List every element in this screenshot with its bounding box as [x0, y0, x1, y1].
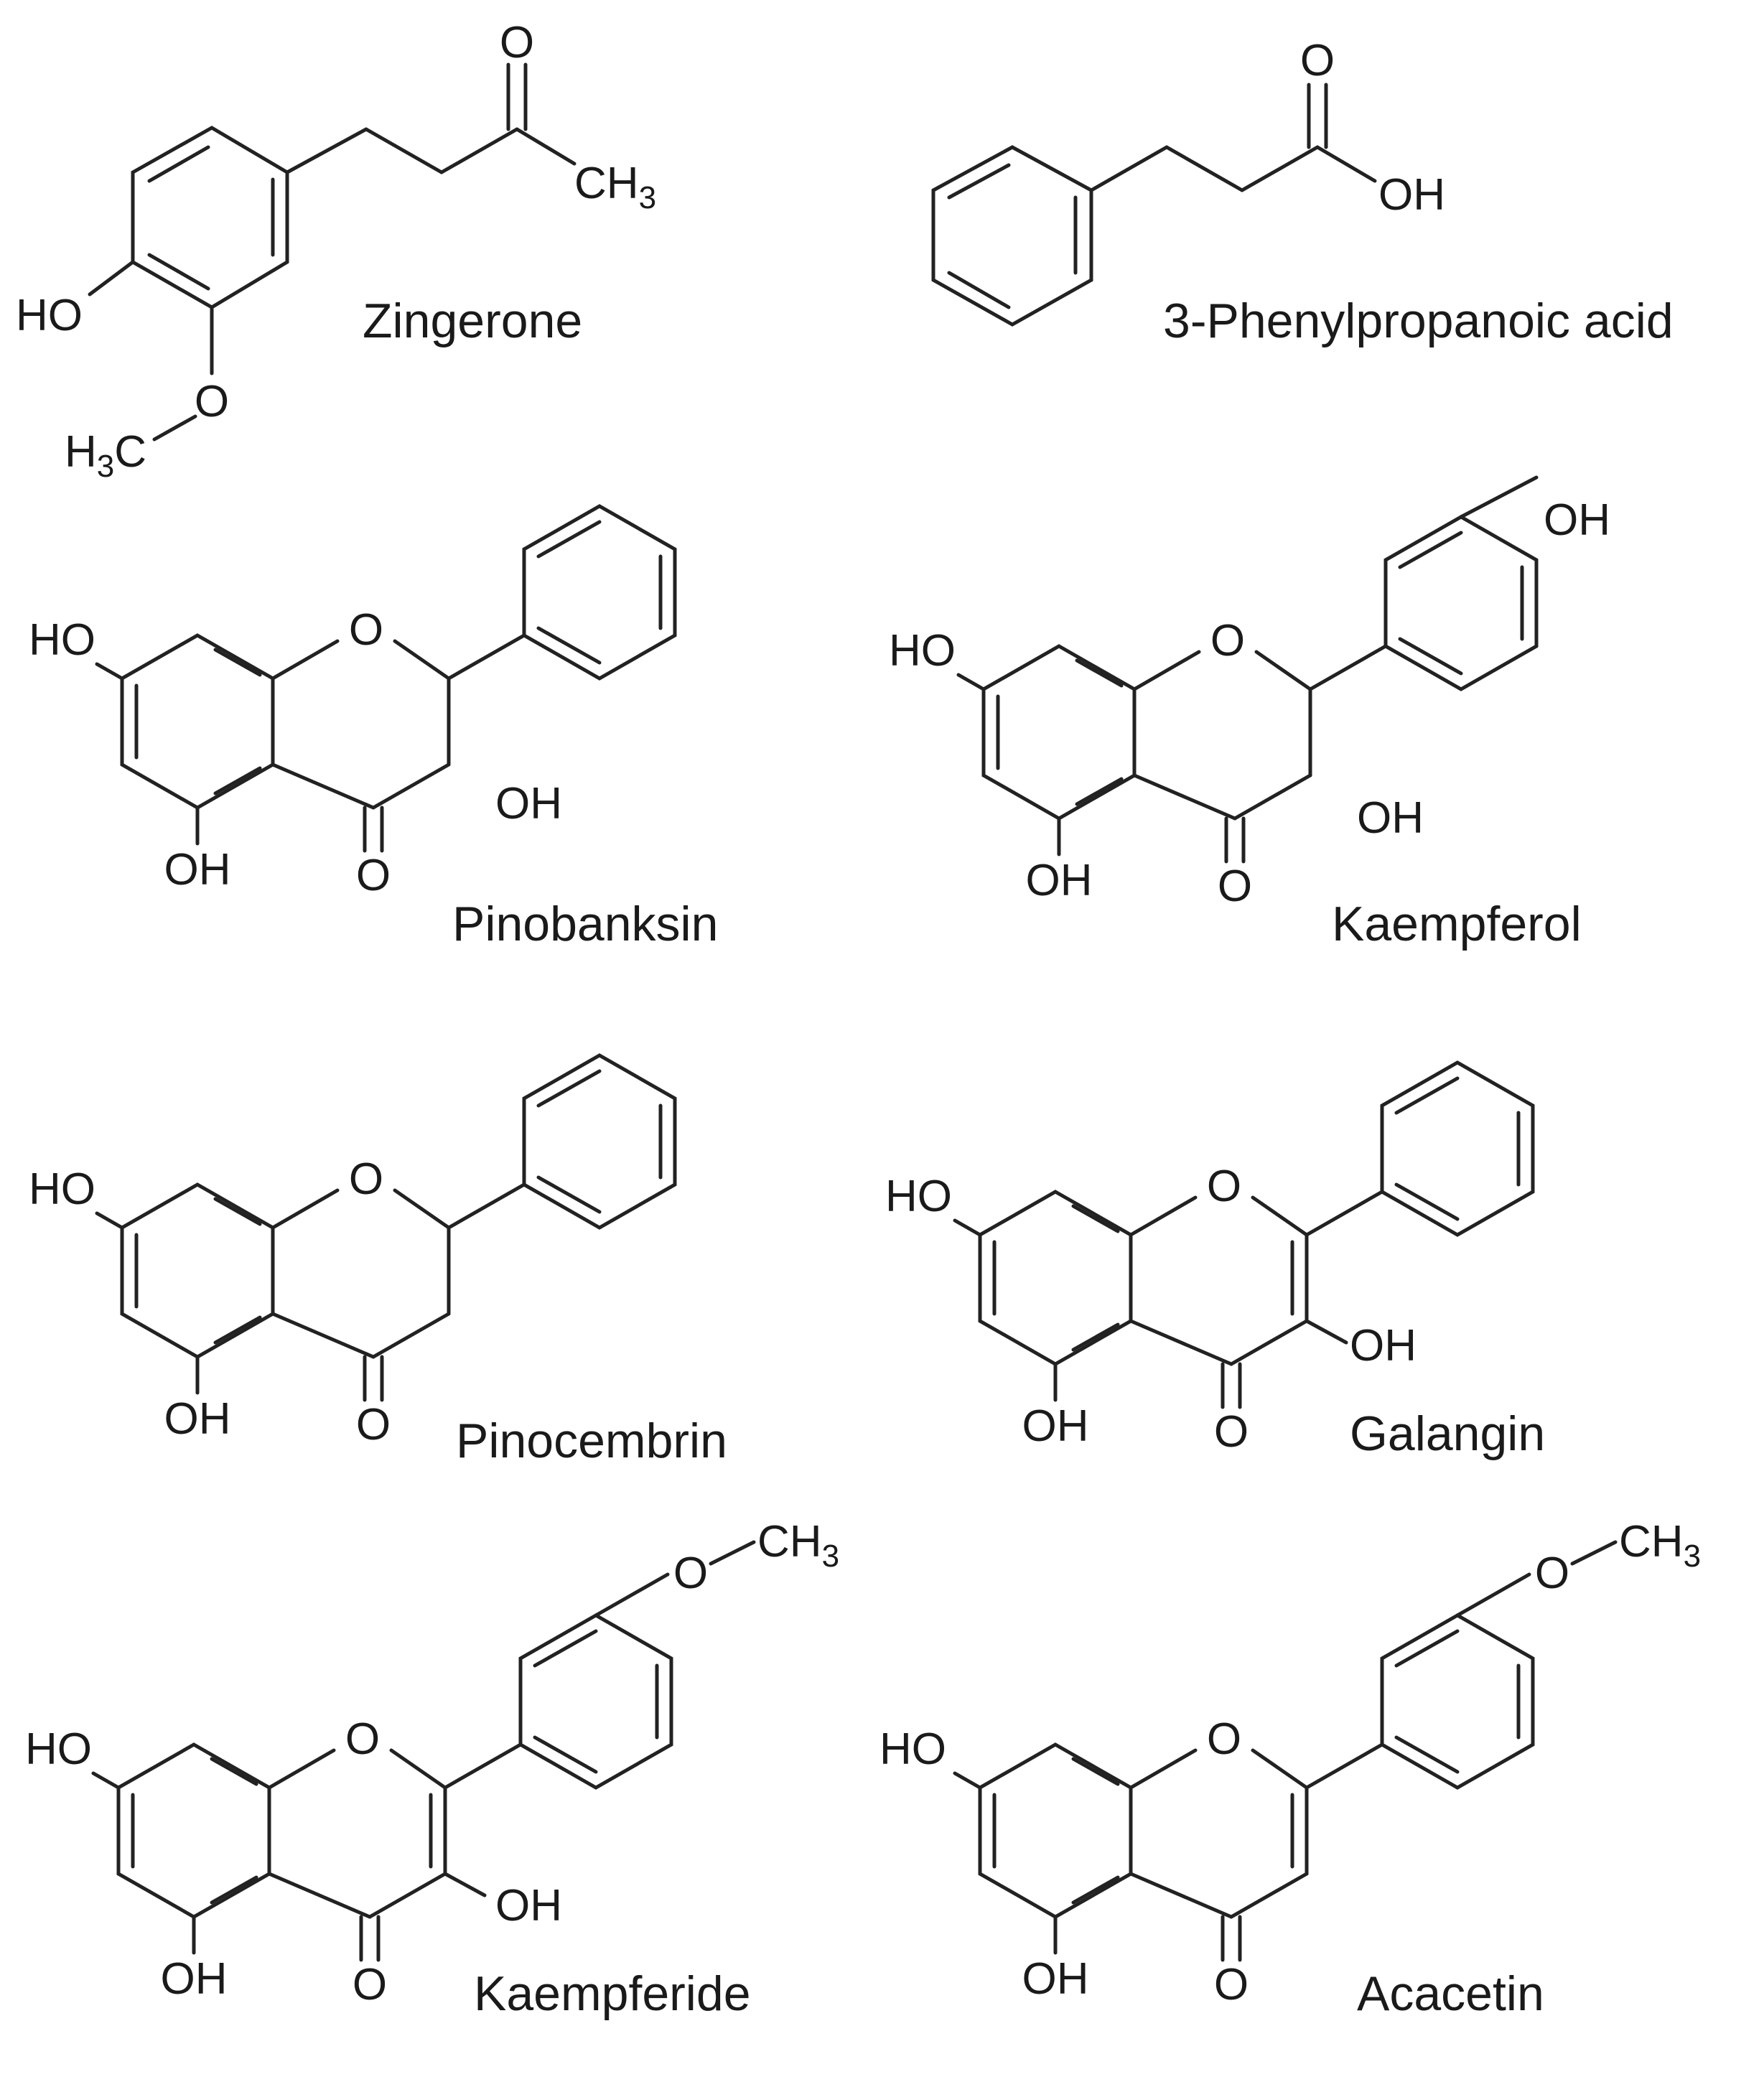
molecule-kaempferide: HO O O CH3 OH OH O Kaempferide — [25, 1517, 839, 2021]
kaempferol-oh3: OH — [1357, 793, 1424, 843]
zingerone-bonds — [88, 62, 577, 442]
kaempferide-bonds — [93, 1540, 756, 1960]
pinocembrin-name: Pinocembrin — [456, 1414, 727, 1468]
acacetin-oh7: HO — [879, 1724, 946, 1774]
molecule-3-phenylpropanoic-acid: O OH 3-Phenylpropanoic acid — [931, 36, 1674, 348]
kaempferide-oh5: OH — [161, 1954, 228, 2004]
molecule-pinobanksin: HO O OH OH O Pinobanksin — [29, 506, 718, 951]
kaempferide-ome-c: CH3 — [757, 1517, 839, 1574]
galangin-oh7: HO — [885, 1172, 952, 1221]
acacetin-bonds — [955, 1540, 1618, 1960]
kaempferide-ome-o: O — [673, 1549, 708, 1598]
acacetin-ring-o: O — [1207, 1714, 1241, 1764]
molecule-kaempferol: HO O OH OH OH O Kaempferol — [889, 475, 1610, 951]
kaempferide-oh3: OH — [495, 1881, 562, 1931]
galangin-name: Galangin — [1350, 1406, 1545, 1461]
kaempferide-carbonyl-o: O — [353, 1960, 387, 2009]
molecule-pinocembrin: HO O OH O Pinocembrin — [29, 1055, 727, 1468]
galangin-carbonyl-o: O — [1214, 1407, 1249, 1457]
zingerone-methoxy-label: H3C — [65, 427, 146, 484]
acacetin-oh5: OH — [1022, 1954, 1089, 2004]
acacetin-ome-c: CH3 — [1619, 1517, 1701, 1574]
molecule-zingerone: O CH3 HO O H3C Zingerone — [16, 18, 656, 484]
pinocembrin-oh7: HO — [29, 1164, 95, 1214]
pinocembrin-bonds — [97, 1055, 675, 1400]
phenylpropanoic-hydroxy-label: OH — [1378, 170, 1445, 220]
kaempferide-ring-o: O — [345, 1714, 380, 1764]
zingerone-name: Zingerone — [363, 294, 582, 348]
kaempferide-name: Kaempferide — [474, 1966, 751, 2021]
kaempferol-name: Kaempferol — [1332, 897, 1582, 951]
phenylpropanoic-name: 3-Phenylpropanoic acid — [1163, 294, 1674, 348]
kaempferide-oh7: HO — [25, 1724, 92, 1774]
galangin-bonds — [955, 1063, 1533, 1407]
pinobanksin-ring-o: O — [349, 605, 383, 655]
acacetin-ome-o: O — [1535, 1549, 1569, 1598]
pinocembrin-ring-o: O — [349, 1154, 383, 1204]
molecule-acacetin: HO O O CH3 OH O Acacetin — [879, 1517, 1701, 2021]
galangin-ring-o: O — [1207, 1162, 1241, 1211]
acacetin-name: Acacetin — [1357, 1966, 1544, 2021]
pinobanksin-oh5: OH — [164, 845, 231, 895]
kaempferol-bonds — [958, 475, 1539, 862]
acacetin-carbonyl-o: O — [1214, 1960, 1249, 2009]
kaempferol-oh7: HO — [889, 626, 956, 676]
pinobanksin-bonds — [97, 506, 675, 851]
phenylpropanoic-carbonyl-o: O — [1300, 36, 1335, 85]
zingerone-methyl-label: CH3 — [574, 159, 656, 215]
pinobanksin-name: Pinobanksin — [452, 897, 718, 951]
kaempferol-oh4p: OH — [1544, 495, 1610, 545]
pinobanksin-oh3: OH — [495, 779, 562, 828]
pinobanksin-oh7: HO — [29, 615, 95, 665]
kaempferol-ring-o: O — [1210, 616, 1245, 666]
kaempferol-oh5: OH — [1026, 856, 1093, 905]
zingerone-carbonyl-o: O — [500, 18, 534, 67]
kaempferol-carbonyl-o: O — [1218, 862, 1252, 911]
phenylpropanoic-bonds — [931, 83, 1377, 327]
pinobanksin-carbonyl-o: O — [356, 851, 391, 900]
galangin-oh5: OH — [1022, 1401, 1089, 1451]
zingerone-hydroxy-label: HO — [16, 291, 83, 340]
pinocembrin-carbonyl-o: O — [356, 1400, 391, 1450]
galangin-oh3: OH — [1350, 1321, 1417, 1371]
pinocembrin-oh5: OH — [164, 1394, 231, 1444]
molecule-galangin: HO O OH OH O Galangin — [885, 1063, 1545, 1461]
zingerone-ether-o: O — [195, 377, 229, 426]
